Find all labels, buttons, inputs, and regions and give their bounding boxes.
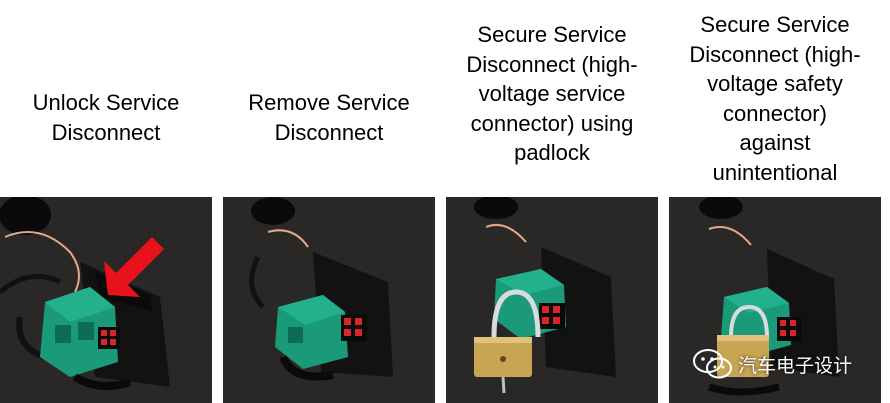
step-remove: Remove Service Disconnect	[223, 0, 435, 403]
step-secure-padlock: Secure Service Disconnect (high- voltage…	[446, 0, 658, 403]
watermark: 汽车电子设计	[692, 344, 852, 384]
step-unlock: Unlock Service Disconnect	[0, 0, 212, 403]
connector-photo	[446, 197, 658, 403]
connector-photo	[0, 197, 212, 403]
step-photo-secure-unintentional	[669, 197, 881, 403]
step-photo-secure-padlock	[446, 197, 658, 403]
connector-photo	[669, 197, 881, 403]
red-arrow-icon	[104, 237, 164, 297]
step-caption: Secure Service Disconnect (high- voltage…	[689, 12, 861, 185]
step-photo-unlock	[0, 197, 212, 403]
step-secure-unintentional: Secure Service Disconnect (high- voltage…	[669, 0, 881, 403]
connector-photo	[223, 197, 435, 403]
step-photo-remove	[223, 197, 435, 403]
step-caption: Unlock Service Disconnect	[32, 90, 180, 145]
watermark-text: 汽车电子设计	[738, 354, 853, 377]
padlock-shackle-icon	[729, 304, 769, 338]
step-caption: Remove Service Disconnect	[248, 90, 410, 145]
padlock-shackle-icon	[491, 289, 541, 338]
step-caption: Secure Service Disconnect (high- voltage…	[466, 22, 638, 165]
wechat-icon	[693, 349, 732, 379]
